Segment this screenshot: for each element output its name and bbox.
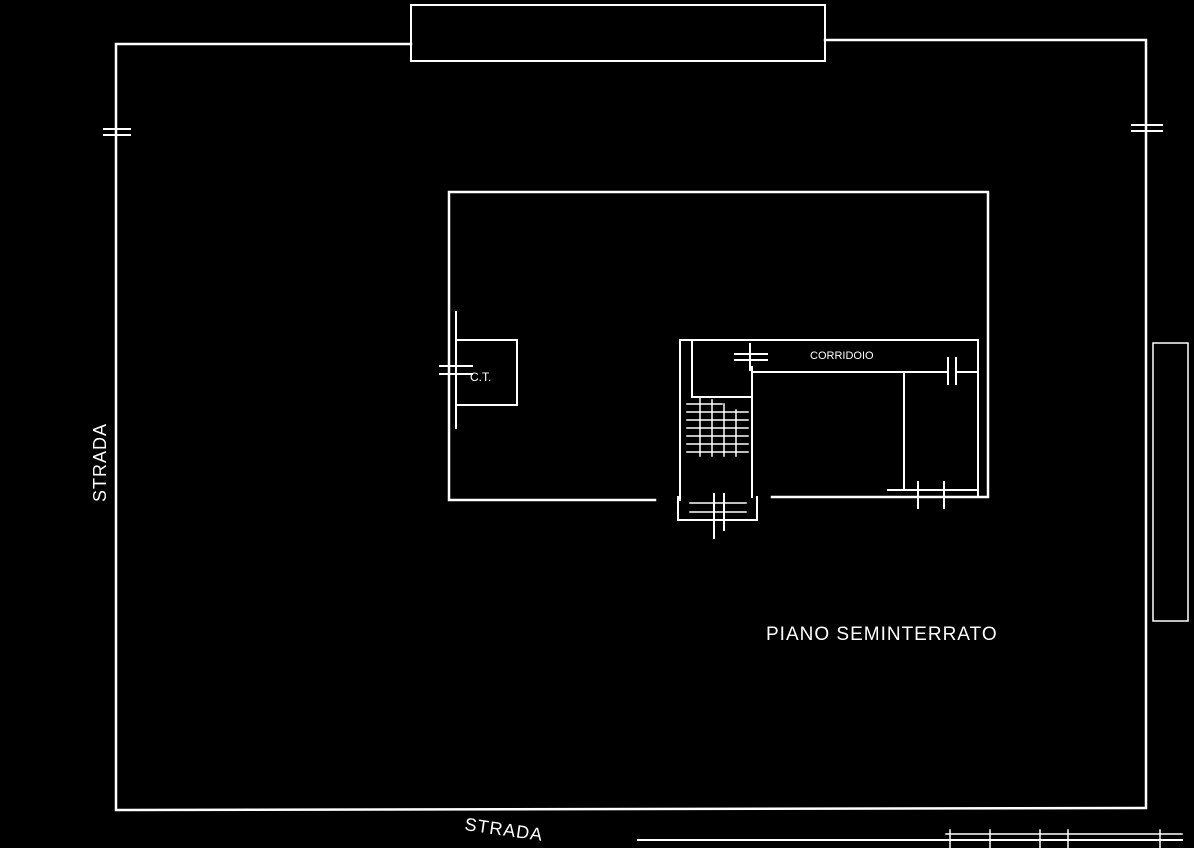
- stair-core: [677, 339, 979, 539]
- boundary-mark-right: [1131, 117, 1163, 139]
- lot-boundary: [103, 4, 1189, 812]
- street-label-left: STRADA: [90, 423, 110, 502]
- north-building-block: [410, 4, 826, 62]
- building-outline: [447, 190, 990, 502]
- room-label-ct: C.T.: [470, 370, 491, 384]
- east-building-block: [1152, 342, 1189, 622]
- plan-title: PIANO SEMINTERRATO: [766, 624, 998, 645]
- room-cantina: [887, 371, 979, 509]
- scale-bar: [637, 829, 1183, 848]
- room-label-corridor: CORRIDOIO: [810, 350, 874, 362]
- staircase-steps: [686, 397, 749, 457]
- boundary-mark-left: [103, 123, 131, 141]
- street-label-bottom: STRADA: [463, 814, 544, 845]
- room-ct: [439, 339, 518, 406]
